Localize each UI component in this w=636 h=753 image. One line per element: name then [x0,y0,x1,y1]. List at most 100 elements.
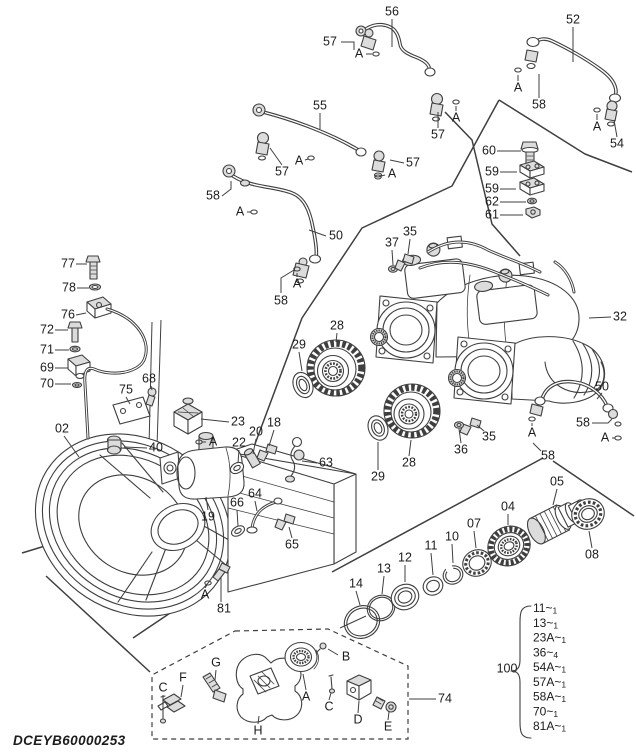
part-label-74: 74 [438,691,452,705]
leader-E [387,711,390,721]
pilot-pump-group [106,397,305,537]
part-label-37: 37 [385,235,399,249]
group-100-item-13: 13~1 [533,616,558,631]
part-label-13: 13 [377,561,391,575]
leader-14 [355,590,361,606]
location-line-clamps [444,111,521,257]
part-label-E: E [384,719,392,733]
part-label-A-k: A [209,434,218,448]
part-label-50-b: 50 [595,379,609,393]
hose-69 [83,307,148,440]
bolt-e [372,696,397,713]
rod-63 [284,436,305,483]
group-100-item-23A: 23A~1 [533,631,566,646]
leader-13 [381,575,385,595]
pump-regulator-front [402,235,466,299]
part-label-57-b: 57 [431,127,445,141]
leader-65 [288,526,293,539]
group-100-item-70: 70~1 [533,704,558,719]
pump-flange-rear [447,336,516,405]
group-100-list: 100 11~113~123A~136~454A~157A~158A~170~1… [497,601,566,739]
pump-top-pipes [418,240,576,297]
part-label-58-b: 58 [532,97,546,111]
elbow-fitting-58b [607,408,622,427]
bolt-g [202,672,227,703]
pump-assembly [369,235,606,405]
part-label-68: 68 [142,371,156,385]
clamp-drop-line2 [148,321,153,448]
group-100-number: 100 [497,661,518,675]
fitting-69 [67,354,91,380]
leader-D [357,700,360,714]
block-d [346,674,372,701]
leader-B [327,648,339,656]
location-line-shaft-right [552,460,635,517]
joint-fitting-57 [429,92,444,122]
part-label-02: 02 [55,421,69,435]
part-label-72: 72 [40,322,54,336]
leader-37 [391,249,394,266]
pump-flange-front [369,295,438,364]
pilot-pump-19 [159,431,245,500]
part-label-65: 65 [285,537,299,551]
hub-a [284,641,319,673]
part-label-04: 04 [501,499,515,513]
drawing-code: DCEYB60000253 [13,733,126,748]
part-label-B: B [342,649,350,663]
leader-35-a [407,238,411,255]
part-label-58-e: 58 [576,415,590,429]
group-100-item-57A: 57A~1 [533,675,566,690]
part-label-71: 71 [40,342,54,356]
part-label-A-h: A [293,276,302,290]
part-label-A-j: A [528,425,537,439]
leader-02 [63,435,80,458]
washer-62 [526,197,538,205]
part-label-C-1: C [158,680,167,694]
part-label-57-c: 57 [406,155,420,169]
bolt-b [315,642,327,654]
group-100-brace [510,605,532,739]
snap-ring-10 [442,563,464,585]
coupling-element-h [235,653,303,723]
bearing-07 [462,549,492,577]
part-label-11: 11 [425,538,438,552]
part-label-12: 12 [398,550,412,564]
clamp-drop-line [156,319,162,448]
bolt-81 [212,562,231,582]
pump-body-rear [510,336,606,404]
bearing-29-upper [292,371,314,399]
group-100-item-36: 36~4 [533,645,558,660]
shaft-parts [343,498,605,639]
part-label-76: 76 [61,307,75,321]
plate-75 [112,396,151,425]
kit-dashed-border [151,628,409,740]
leader-A-f [304,158,309,161]
gear-28-upper [306,339,366,397]
leader-54 [613,119,618,138]
leader-57-a [341,41,355,50]
leader-58-d [280,269,295,293]
leader-08 [588,530,593,549]
pipe-55 [252,103,386,178]
pump-ribs [572,340,601,399]
part-label-08: 08 [585,547,599,561]
leader-22 [237,449,240,464]
group-100-item-54A: 54A~1 [533,660,566,675]
leader-07 [473,530,477,549]
leader-lines [55,19,618,725]
group-100-item-58A: 58A~1 [533,690,566,705]
washer-78 [88,283,102,291]
part-label-29-a: 29 [292,337,306,351]
pipe-52 [524,36,622,127]
leader-36 [458,428,462,444]
stud-c2 [328,674,336,694]
clamp-hardware [519,141,545,219]
part-label-54: 54 [610,136,624,150]
joint-fitting-58 [524,49,539,70]
part-label-50-a: 50 [329,228,343,242]
bell-housing [34,433,357,617]
part-label-C-2: C [324,699,333,713]
part-label-22: 22 [232,435,246,449]
